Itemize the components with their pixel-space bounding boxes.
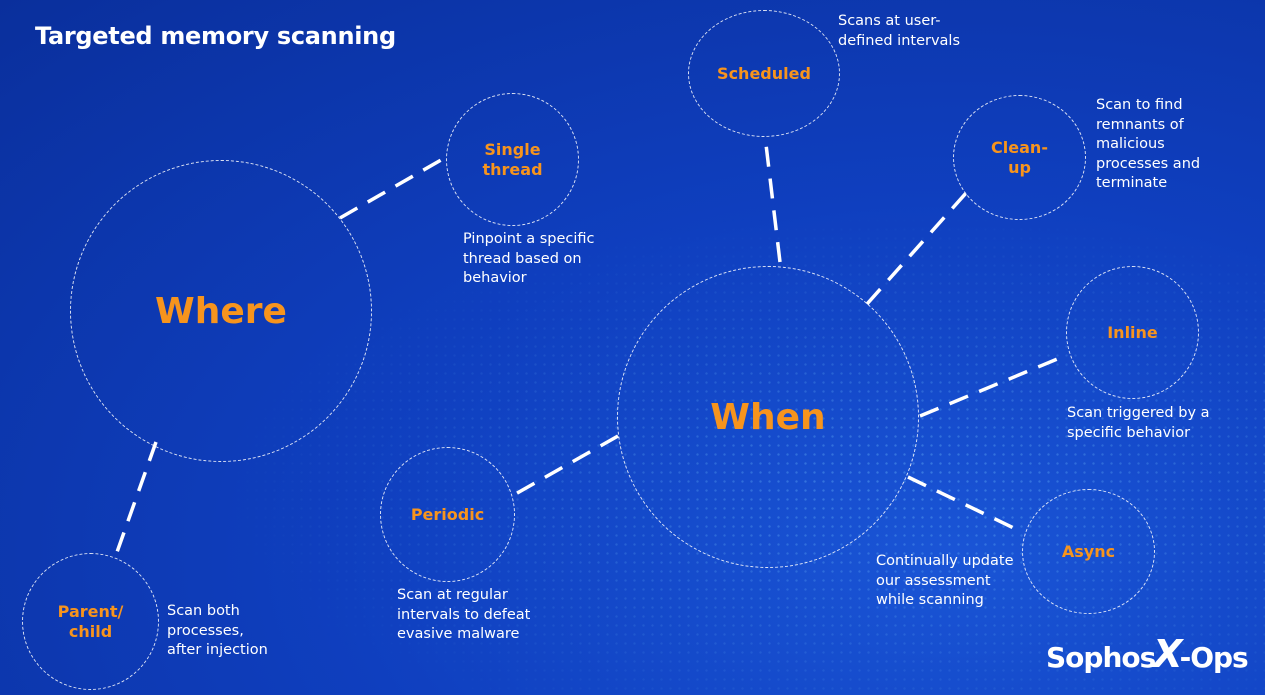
cleanup-description: Scan to find remnants of malicious proce… bbox=[1096, 97, 1201, 192]
sophos-xops-logo: SophosX-Ops bbox=[1046, 632, 1249, 676]
connector-when-periodic bbox=[511, 434, 619, 498]
async-circle: Async bbox=[1022, 489, 1155, 614]
parent-child-circle: Parent/ child bbox=[22, 553, 159, 690]
cleanup-circle: Clean- up bbox=[953, 95, 1086, 220]
connector-when-scheduled bbox=[763, 135, 782, 263]
when-circle: When bbox=[617, 266, 919, 568]
single-thread-circle: Single thread bbox=[446, 93, 579, 226]
where-circle: Where bbox=[70, 160, 372, 462]
page-title: Targeted memory scanning bbox=[35, 22, 396, 50]
inline-label: Inline bbox=[1107, 322, 1158, 342]
connector-when-cleanup bbox=[865, 190, 969, 306]
inline-description: Scan triggered by a specific behavior bbox=[1067, 405, 1210, 441]
scheduled-label: Scheduled bbox=[717, 63, 811, 83]
where-label: Where bbox=[155, 290, 287, 332]
connector-when-async bbox=[907, 475, 1023, 534]
connector-when-inline bbox=[919, 353, 1068, 418]
logo-x-mark: X bbox=[1153, 632, 1182, 676]
cleanup-label: Clean- up bbox=[991, 137, 1048, 177]
connector-where-single-thread bbox=[339, 154, 449, 220]
periodic-description: Scan at regular intervals to defeat evas… bbox=[397, 587, 531, 643]
periodic-label: Periodic bbox=[410, 504, 485, 524]
parent-child-label: Parent/ child bbox=[57, 601, 124, 641]
single-thread-description: Pinpoint a specific thread based on beha… bbox=[463, 231, 595, 287]
periodic-circle: Periodic bbox=[380, 447, 515, 582]
when-label: When bbox=[710, 396, 826, 438]
parent-child-description: Scan both processes, after injection bbox=[167, 603, 268, 659]
single-thread-label: Single thread bbox=[482, 139, 543, 179]
scheduled-circle: Scheduled bbox=[688, 10, 840, 137]
inline-circle: Inline bbox=[1066, 266, 1199, 399]
logo-text-left: Sophos bbox=[1046, 641, 1156, 674]
logo-text-right: -Ops bbox=[1179, 641, 1249, 674]
async-label: Async bbox=[1061, 541, 1116, 561]
scheduled-description: Scans at user- defined intervals bbox=[838, 13, 961, 49]
connector-where-parent-child bbox=[114, 441, 158, 556]
async-description: Continually update our assessment while … bbox=[876, 553, 1014, 609]
